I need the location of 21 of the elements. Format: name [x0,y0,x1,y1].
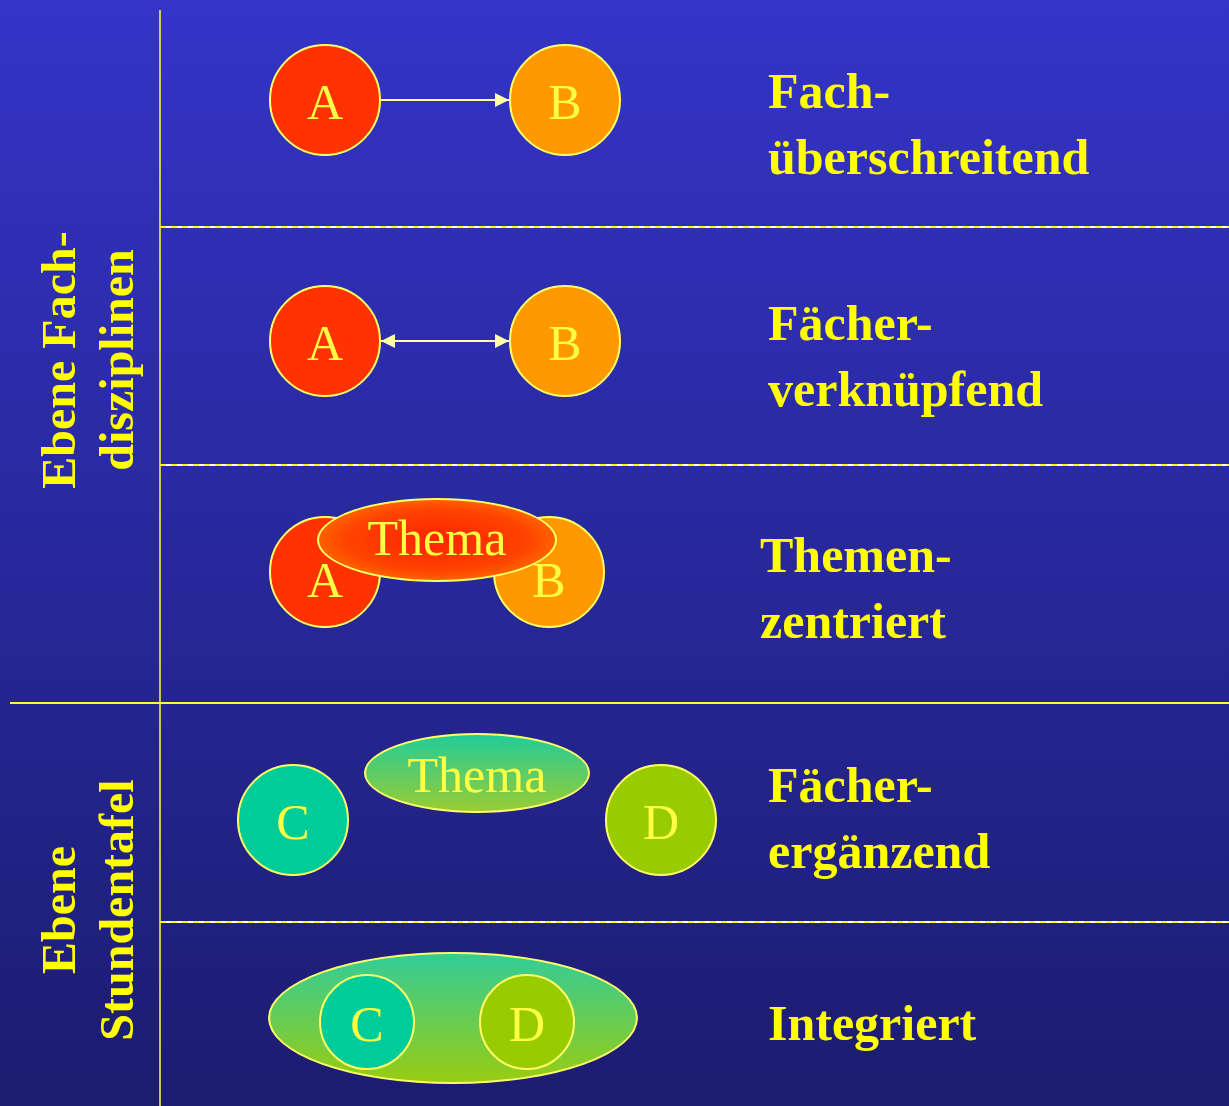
node-label: B [547,318,583,368]
node-label: B [547,77,583,127]
node-label: Thema [406,750,548,800]
category-label: Fächer- verknüpfend [768,294,1044,419]
node-label: A [305,555,345,605]
category-label: Themen- zentriert [760,526,952,651]
category-label: Fach- überschreitend [768,62,1090,187]
arrow [380,334,510,348]
node-label: B [531,555,567,605]
category-label: Ebene Stundentafel [31,779,144,1041]
node-label: A [305,318,345,368]
node-label: D [507,999,547,1049]
arrow [380,93,510,107]
category-label: Fächer- ergänzend [768,756,991,881]
category-label: Ebene Fach- disziplinen [31,230,144,491]
category-label: Integriert [768,994,977,1053]
node-label: D [641,797,681,847]
node-label: C [275,797,311,847]
node-label: A [305,77,345,127]
node-label: Thema [366,513,508,563]
node-label: C [349,999,385,1049]
